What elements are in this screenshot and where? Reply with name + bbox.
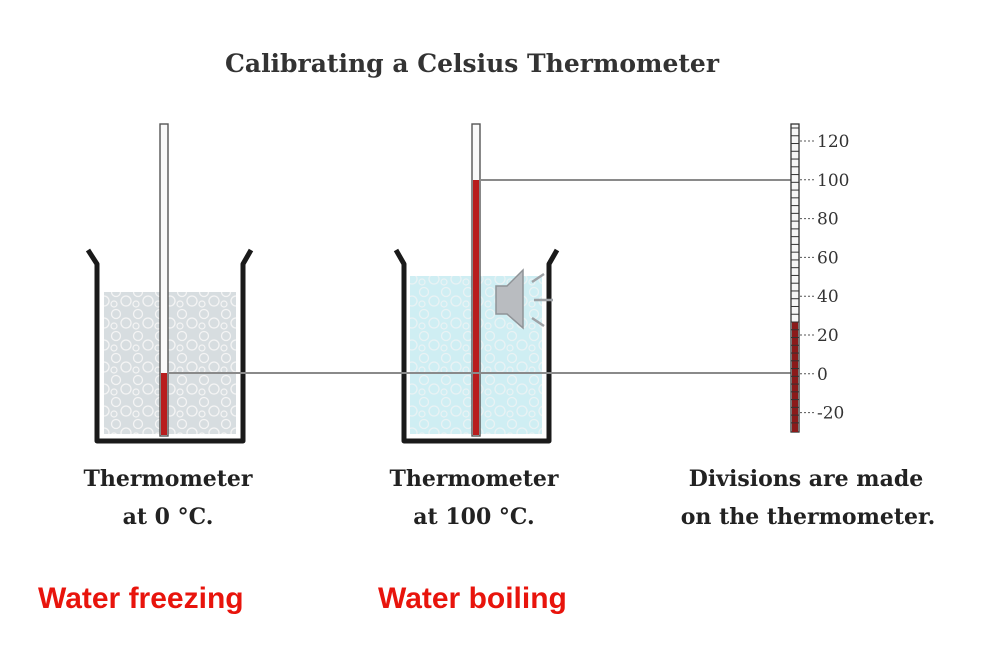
scale-tick-label: 80 — [817, 210, 839, 230]
beaker-outline — [85, 248, 254, 444]
beaker-freezing — [85, 123, 254, 444]
scale-minor-ticks — [791, 127, 799, 424]
scale-tick-label: 120 — [817, 132, 849, 152]
mercury-column — [473, 180, 479, 435]
beaker1-caption-line2: at 0 °C. — [123, 504, 214, 530]
diagram-title: Calibrating a Celsius Thermometer — [225, 49, 720, 78]
beaker-boiling — [393, 123, 560, 444]
beaker-outline — [393, 248, 560, 444]
scale-caption-line2: on the thermometer. — [681, 504, 936, 530]
mercury-column — [161, 373, 167, 435]
graduated-thermometer: 120 100 80 60 40 20 0 -20 — [790, 123, 849, 433]
water-freezing-label: Water freezing — [38, 582, 244, 615]
beaker2-caption-line2: at 100 °C. — [413, 504, 534, 530]
thermometer-tube — [159, 123, 169, 437]
scale-tick-label: 100 — [817, 171, 849, 191]
scale-tick-label: 60 — [817, 248, 839, 268]
scale-tick-label: 0 — [817, 365, 828, 385]
scale-caption-line1: Divisions are made — [689, 466, 923, 492]
ice-texture — [104, 292, 236, 434]
scale-tick-label: 40 — [817, 287, 839, 307]
speaker-icon[interactable] — [495, 268, 553, 330]
water-boiling-label: Water boiling — [378, 582, 567, 615]
scale-tick-label: 20 — [817, 326, 839, 346]
beaker2-caption-line1: Thermometer — [390, 466, 559, 492]
scale-tick-label: -20 — [817, 404, 844, 424]
scale-major-ticks: 120 100 80 60 40 20 0 -20 — [800, 132, 849, 424]
beaker1-caption-line1: Thermometer — [84, 466, 253, 492]
scale-mercury — [792, 322, 798, 432]
